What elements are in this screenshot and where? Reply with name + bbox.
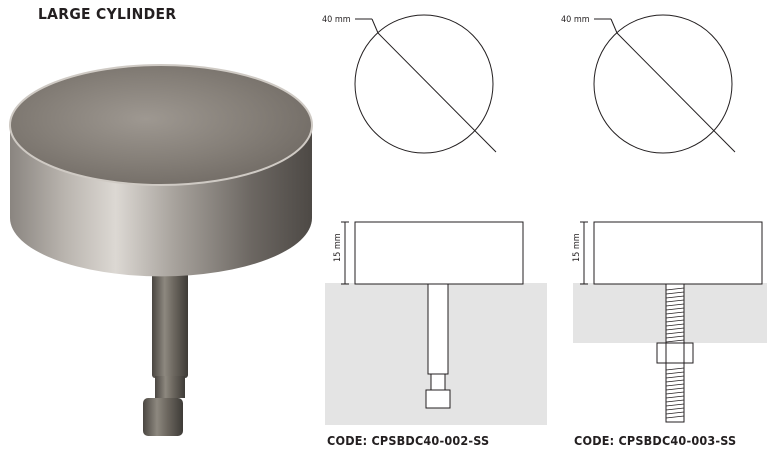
page-title: LARGE CYLINDER xyxy=(38,5,177,23)
thread-line xyxy=(665,415,685,419)
variant-1-drawing: 40 mm 15 mm xyxy=(322,14,547,425)
thread-line xyxy=(665,395,685,399)
thread-line xyxy=(665,391,685,395)
diameter-label: 40 mm xyxy=(561,15,590,25)
product-code: CODE: CPSBDC40-003-SS xyxy=(574,433,737,448)
thread-line xyxy=(665,323,685,327)
diameter-label: 40 mm xyxy=(322,15,351,25)
thread-line xyxy=(665,291,685,295)
stem-head xyxy=(143,398,183,436)
thread-line xyxy=(665,407,685,411)
diameter-drawing: 40 mm xyxy=(561,14,736,154)
hex-nut xyxy=(656,342,694,364)
side-view-body xyxy=(593,221,763,285)
thread-line xyxy=(665,383,685,387)
thread-line xyxy=(665,331,685,335)
thread-line xyxy=(665,295,685,299)
thread-line xyxy=(665,339,685,343)
thread-line xyxy=(665,371,685,375)
diameter-drawing: 40 mm xyxy=(322,14,497,154)
thread-line xyxy=(665,411,685,415)
height-label: 15 mm xyxy=(333,233,343,262)
thread-line xyxy=(665,287,685,291)
thread-line xyxy=(665,375,685,379)
stem-shaft xyxy=(152,268,188,378)
plain-stem xyxy=(427,283,449,375)
stem-neck xyxy=(155,376,185,398)
thread-line xyxy=(665,367,685,371)
thread-line xyxy=(665,311,685,315)
thread-line xyxy=(665,327,685,331)
thread-line xyxy=(665,299,685,303)
thread-line xyxy=(665,399,685,403)
product-code: CODE: CPSBDC40-002-SS xyxy=(327,433,490,448)
cylinder-top xyxy=(10,65,312,185)
thread-line xyxy=(665,335,685,339)
height-label: 15 mm xyxy=(572,233,582,262)
thread-line xyxy=(665,315,685,319)
thread-line xyxy=(665,307,685,311)
variant-2-drawing: 40 mm 15 mm xyxy=(561,14,767,423)
thread-line xyxy=(665,387,685,391)
thread-line xyxy=(665,303,685,307)
thread-line xyxy=(665,379,685,383)
cylinder-photo xyxy=(9,64,313,436)
thread-line xyxy=(665,403,685,407)
thread-line xyxy=(665,319,685,323)
side-view-body xyxy=(354,221,524,285)
